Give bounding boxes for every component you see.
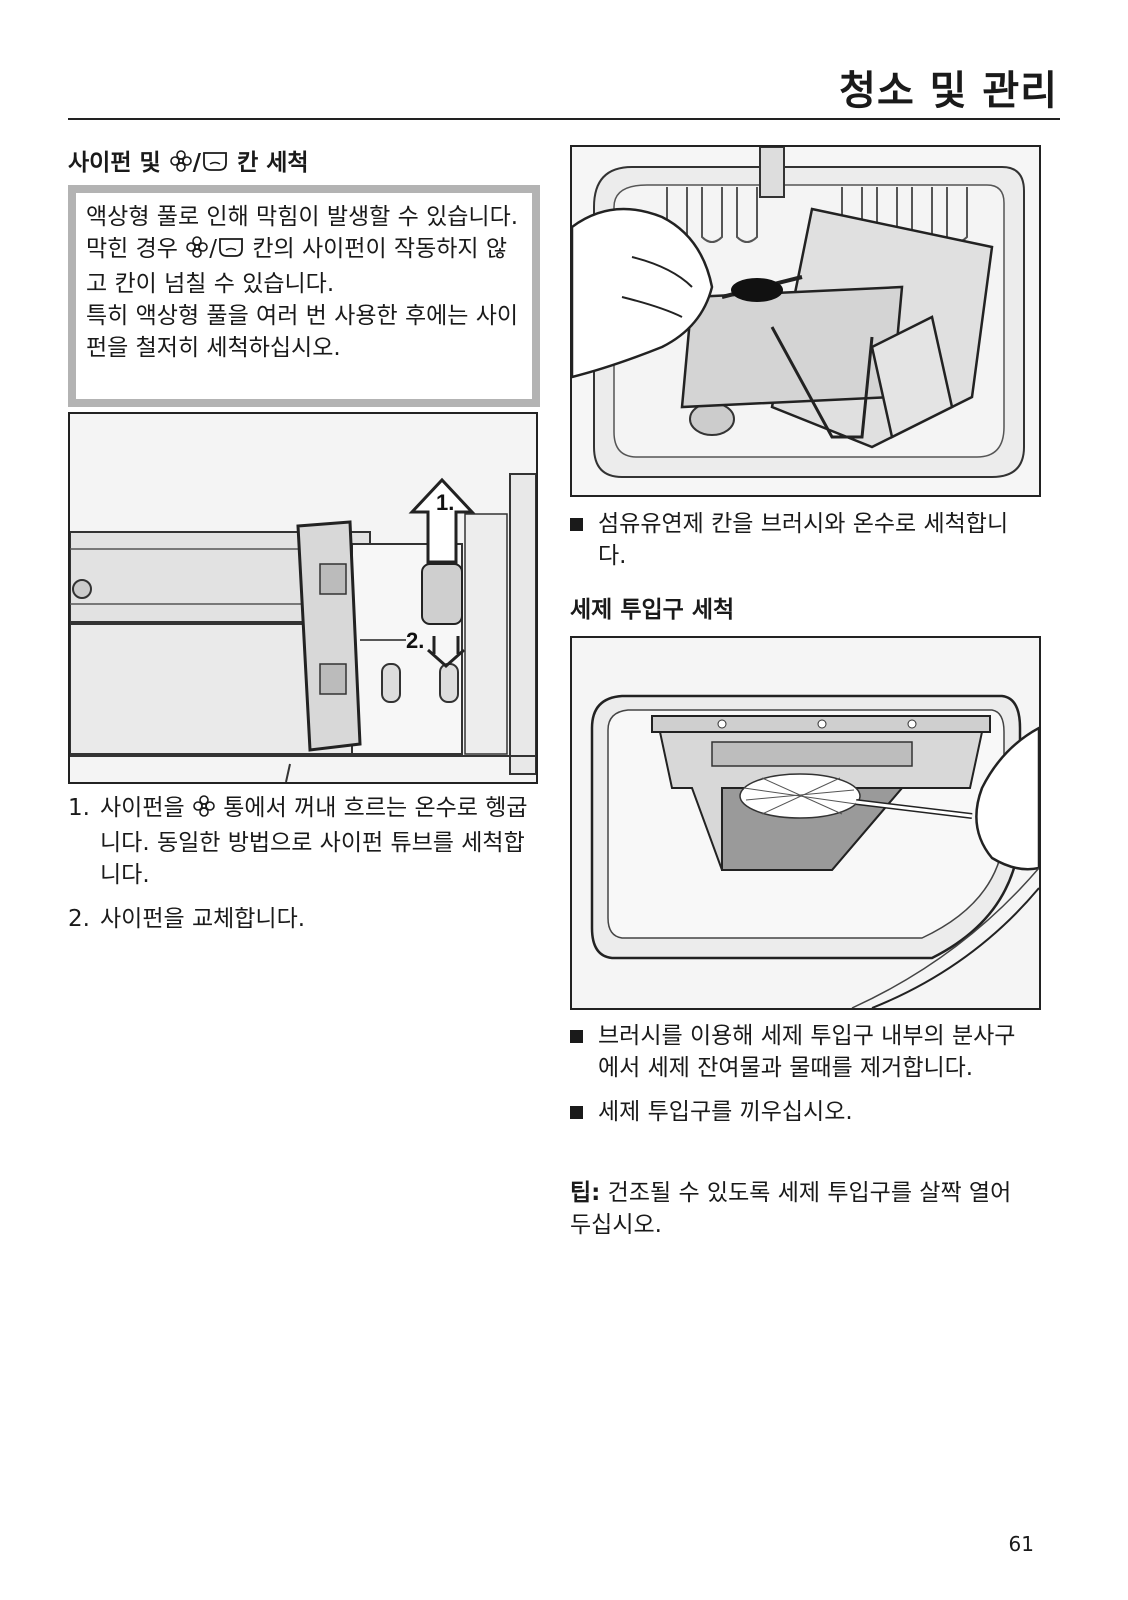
bullet-square-icon [570,518,583,531]
step-number: 1. [68,795,90,821]
notice-paragraph-2: 특히 액상형 풀을 여러 번 사용한 후에는 사이펀을 철저히 세척하십시오. [86,303,519,361]
section-heading-dispenser: 세제 투입구 세척 [570,597,735,623]
bullet-square-icon [570,1106,583,1119]
list-item: 브러시를 이용해 세제 투입구 내부의 분사구에서 세제 잔여물과 물때를 제거… [570,1020,1030,1084]
section-heading-siphon: 사이펀 및 / 칸 세척 [68,143,309,179]
softener-brush-illustration [570,145,1041,497]
starch-compartment-icon [217,235,245,268]
figure-label-step1: 1. [436,490,454,515]
notice-text-a: 액상형 풀로 인해 막힘이 발생할 수 있습니다. 막힌 경우 [86,204,519,262]
heading-text-pre: 사이펀 및 [68,150,169,176]
tip-text: 건조될 수 있도록 세제 투입구를 살짝 열어 두십시오. [570,1180,1012,1238]
bullet-text: 브러시를 이용해 세제 투입구 내부의 분사구에서 세제 잔여물과 물때를 제거… [598,1023,1016,1081]
list-item: 1. 사이펀을 통에서 꺼내 흐르는 온수로 헹굽니다. 동일한 방법으로 사이… [68,792,540,891]
list-item: 세제 투입구를 끼우십시오. [570,1096,1030,1128]
bullet-text: 세제 투입구를 끼우십시오. [598,1099,853,1125]
step-number: 2. [68,906,90,932]
softener-bullets: 섬유유연제 칸을 브러시와 온수로 세척합니다. [570,508,1030,584]
page-title: 청소 및 관리 [839,68,1058,114]
heading-sep: / [192,150,202,176]
bullet-text: 섬유유연제 칸을 브러시와 온수로 세척합니다. [598,511,1009,569]
siphon-illustration: 1. 2. [68,412,538,784]
notice-paragraph-1: 액상형 풀로 인해 막힘이 발생할 수 있습니다. 막힌 경우 / 칸의 사이펀… [86,201,522,300]
notice-sep: / [209,236,218,262]
list-item: 섬유유연제 칸을 브러시와 온수로 세척합니다. [570,508,1030,572]
step-text-b: 통에서 꺼내 흐르는 온수로 헹굽니다. 동일한 방법으로 사이펀 튜브를 세척… [100,795,528,888]
starch-compartment-icon [201,149,229,179]
dispenser-brush-illustration [570,636,1041,1010]
header-rule [68,118,1060,120]
heading-text-post: 칸 세척 [229,150,309,176]
list-item: 2. 사이펀을 교체합니다. [68,903,540,935]
step-text: 사이펀을 교체합니다. [100,906,306,932]
flower-icon [192,794,216,827]
dispenser-bullets: 브러시를 이용해 세제 투입구 내부의 분사구에서 세제 잔여물과 물때를 제거… [570,1020,1030,1140]
page-number: 61 [1008,1532,1034,1556]
flower-icon [185,235,209,268]
siphon-steps: 1. 사이펀을 통에서 꺼내 흐르는 온수로 헹굽니다. 동일한 방법으로 사이… [68,792,540,947]
bullet-square-icon [570,1030,583,1043]
step-text-a: 사이펀을 [100,795,192,821]
tip-label: 팁: [570,1180,601,1206]
notice-box: 액상형 풀로 인해 막힘이 발생할 수 있습니다. 막힌 경우 / 칸의 사이펀… [68,185,540,407]
flower-icon [169,149,193,179]
notice-text-b: 칸의 사이펀이 작동하지 않고 칸이 넘칠 수 있습니다. [86,236,508,297]
tip-paragraph: 팁: 건조될 수 있도록 세제 투입구를 살짝 열어 두십시오. [570,1177,1030,1241]
figure-label-step2: 2. [406,628,424,653]
